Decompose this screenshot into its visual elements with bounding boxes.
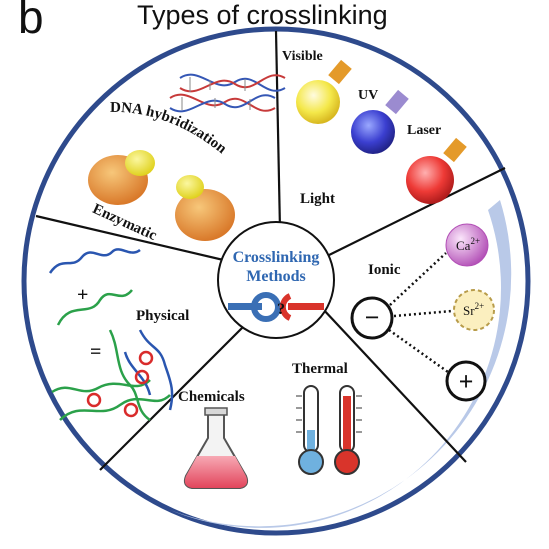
plus-sign: + [459,367,474,396]
physical-equals: = [90,341,101,363]
ionic-label: Ionic [368,262,401,278]
figure-title: Types of crosslinking [137,0,388,30]
polymer-chain-icon [48,248,141,274]
calcium-ion-label: Ca2+ [456,236,480,253]
crosslinked-network-icon [51,329,174,422]
ionic-bond-dots [388,252,453,374]
thermal-label: Thermal [292,361,348,377]
sector-dividers [35,30,506,471]
center-hub: Crosslinking Methods ? [217,221,335,339]
laser-label: Laser [407,123,441,138]
strontium-ion-label: Sr2+ [463,301,484,318]
physical-plus: + [77,284,88,306]
physical-label: Physical [136,308,189,324]
visible-label: Visible [282,49,323,64]
question-mark: ? [277,301,285,318]
blue-bulb-icon [351,89,409,154]
dna-helix-icon [169,73,286,113]
flask-icon [183,407,249,489]
sector-ionic: Ionic Ca2+ Sr2+ − + [350,223,495,402]
sector-thermal: Thermal [292,361,362,475]
minus-sign: − [365,303,380,332]
sector-chemicals: Chemicals [178,389,249,489]
panel-letter: b [18,0,44,43]
polymer-chain-green-icon [56,289,133,326]
connector-key-icon: ? [228,292,324,322]
center-label-line1: Crosslinking [233,249,320,266]
negative-charge-icon [350,296,394,340]
positive-charge-icon [445,360,487,402]
uv-label: UV [358,88,378,103]
center-label-line2: Methods [246,268,306,285]
enzyme-icon [88,150,235,241]
chemicals-label: Chemicals [178,389,245,405]
red-bulb-icon [406,137,467,204]
calcium-ion-icon [445,223,489,267]
light-label: Light [300,191,335,207]
sector-physical: + = Physical [48,248,189,422]
sector-light: Visible UV Laser Light [282,49,467,207]
yellow-bulb-icon [296,59,352,124]
cold-thermometer-icon [296,385,324,475]
strontium-ion-icon [453,289,495,331]
hot-thermometer-icon [334,385,362,475]
